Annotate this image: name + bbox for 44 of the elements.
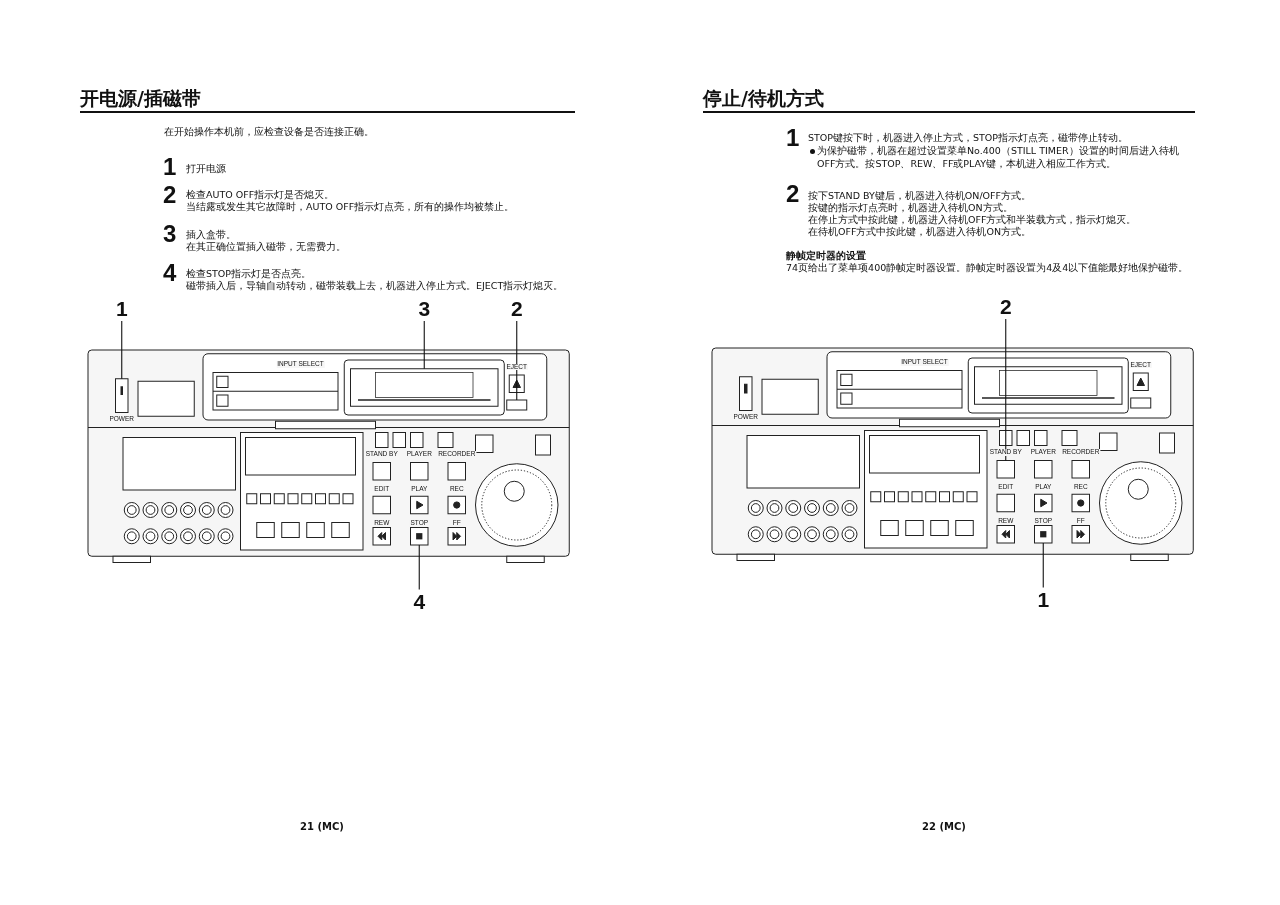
step-number: 1 [163, 155, 177, 179]
page-title: 开电源/插磁带 [80, 86, 201, 111]
instruction-text: 74页给出了菜单项400静帧定时器设置。静帧定时器设置为4及4以下值能最好地保护磁带。 [786, 262, 1190, 275]
power-switch [115, 378, 129, 413]
instruction-text: 在开始操作本机前，应检查设备是否连接正确。 [164, 126, 375, 139]
instruction-text: 当结露或发生其它故障时，AUTO OFF指示灯点亮，所有的操作均被禁止。 [186, 201, 516, 214]
stop-button [1034, 525, 1053, 544]
leader-line [423, 320, 425, 370]
callout-number: 3 [415, 298, 434, 320]
instruction-text: 检查AUTO OFF指示灯是否熄灭。 [186, 189, 336, 201]
leader-line [1042, 542, 1044, 589]
page-number: 21 (MC) [300, 820, 344, 834]
instruction-text: 打开电源 [186, 163, 227, 176]
instruction-text: STOP键按下时，机器进入停止方式，STOP指示灯点亮，磁带停止转动。 [808, 132, 1130, 145]
step-number: 1 [786, 126, 800, 150]
instruction-text: 按下STAND BY键后，机器进入待机ON/OFF方式。 [808, 190, 1033, 202]
callout-number: 4 [410, 590, 429, 613]
leader-line [121, 320, 123, 380]
leader-line [418, 544, 420, 591]
instruction-text: 插入盒带。 [186, 229, 237, 241]
instruction-text: 按键的指示灯点亮时，机器进入待机ON方式。 [808, 202, 1014, 214]
page-title: 停止/待机方式 [703, 86, 824, 111]
indicator-lamp [506, 399, 528, 411]
step-number: 4 [163, 261, 177, 285]
instruction-text: 在待机OFF方式中按此键，机器进入待机ON方式。 [808, 226, 1032, 239]
instruction-text: 在其正确位置插入磁带，无需费力。 [186, 241, 347, 254]
cassette-slot [350, 368, 499, 407]
instruction-text: 为保护磁带，机器在超过设置菜单No.400（STILL TIMER）设置的时间后进入待机OFF方式。按STOP、REW、FF或PLAY键，本机进入相应工作方式。 [817, 145, 1180, 171]
step-number: 3 [163, 222, 177, 246]
instruction-text: 磁带插入后，导轴自动转动，磁带装载上去，机器进入停止方式。EJECT指示灯熄灭。 [186, 280, 565, 293]
callout-number: 2 [996, 296, 1015, 318]
callout-number: 1 [1034, 588, 1053, 611]
standby-button [996, 460, 1015, 479]
section-heading: 静帧定时器的设置 [786, 250, 867, 262]
instruction-text: 在停止方式中按此键，机器进入待机OFF方式和半装载方式，指示灯熄灭。 [808, 214, 1138, 226]
leader-line [1005, 318, 1007, 462]
callout-number: 2 [507, 298, 526, 320]
callout-number: 1 [112, 298, 131, 320]
page-number: 22 (MC) [922, 820, 966, 834]
step-number: 2 [786, 182, 800, 206]
stop-button [410, 527, 429, 546]
instruction-text: 检查STOP指示灯是否点亮。 [186, 268, 313, 280]
step-number: 2 [163, 183, 177, 207]
leader-line [516, 320, 518, 401]
